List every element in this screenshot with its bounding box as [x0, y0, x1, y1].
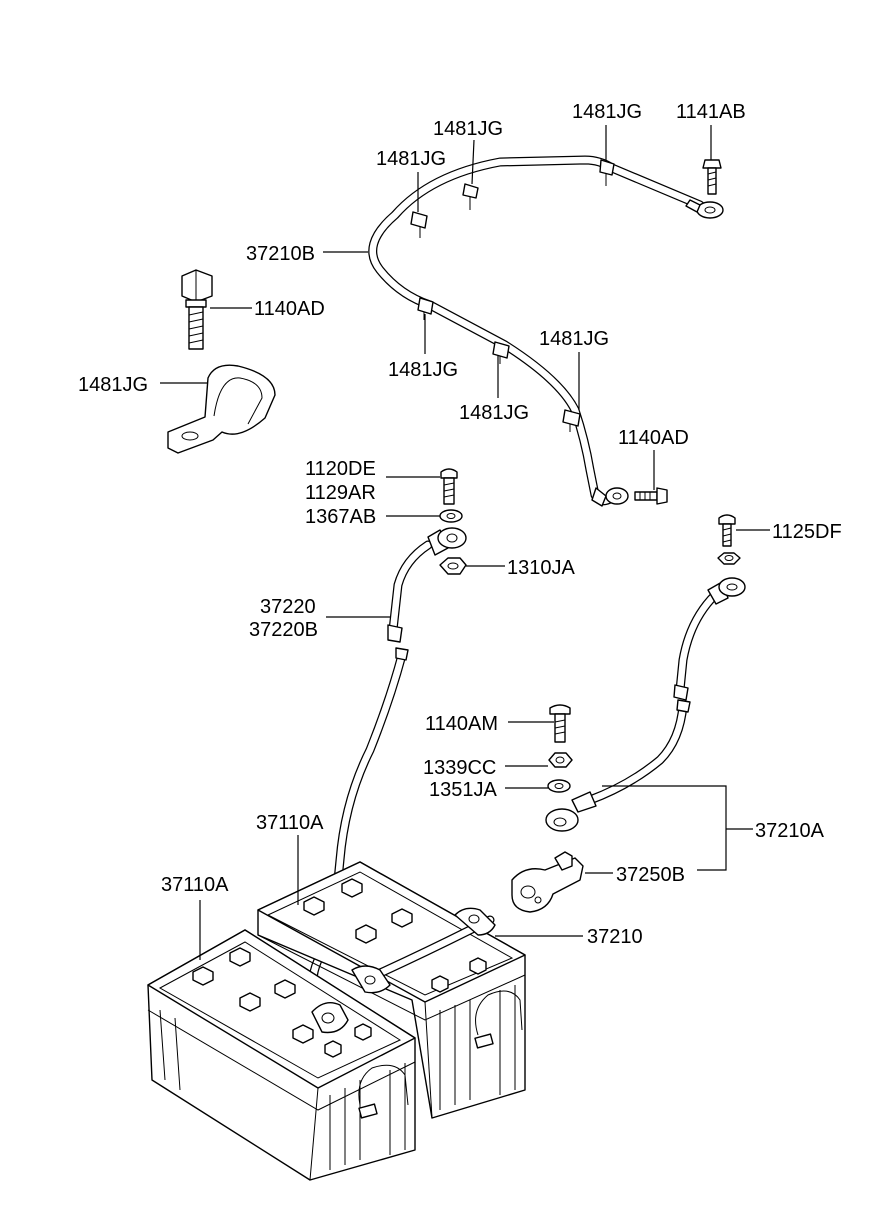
ring-terminal-bottom: [591, 487, 629, 507]
nut-1310JA: [439, 557, 467, 575]
battery-link-37210: [351, 907, 496, 994]
clip-4: [417, 297, 434, 320]
label-37210A: 37210A: [755, 820, 825, 842]
bolt-1140AD-small: [634, 487, 668, 505]
label-37250B: 37250B: [616, 864, 685, 886]
label-37110A-b: 37110A: [161, 874, 229, 896]
label-1140AD-b: 1140AD: [618, 427, 689, 449]
label-1481JG-c: 1481JG: [376, 148, 446, 170]
label-1141AB: 1141AB: [676, 101, 746, 123]
leader-lines: [160, 125, 770, 960]
washer-1125DF: [717, 552, 741, 565]
cable-37210A: [545, 577, 746, 832]
label-1310JA: 1310JA: [507, 557, 575, 579]
label-1351JA: 1351JA: [429, 779, 497, 801]
label-1339CC: 1339CC: [423, 757, 496, 779]
label-1481JG-d: 1481JG: [388, 359, 458, 381]
bolt-1125DF: [718, 514, 736, 547]
clip-1: [410, 211, 428, 238]
label-1481JG-f: 1481JG: [539, 328, 609, 350]
nut-1339CC: [548, 752, 573, 768]
label-1481JG-b: 1481JG: [433, 118, 503, 140]
part-labels: 1481JG 1141AB 1481JG 1481JG 37210B 1140A…: [78, 101, 842, 948]
label-37210B: 37210B: [246, 243, 315, 265]
ring-terminal-top: [685, 199, 724, 219]
label-1367AB: 1367AB: [305, 506, 376, 528]
battery-right: [257, 861, 526, 1119]
clip-5: [492, 341, 510, 364]
battery-right-caps: [303, 878, 487, 993]
ring-terminal-37220: [427, 527, 467, 556]
label-1140AM: 1140AM: [425, 713, 498, 735]
label-1129AR: 1129AR: [305, 482, 376, 504]
cable-37210B: [368, 155, 724, 507]
label-37220B: 37220B: [249, 619, 318, 641]
bolt-1141AB: [702, 159, 722, 195]
bolt-1140AM: [549, 704, 571, 743]
label-1481JG-top: 1481JG: [572, 101, 642, 123]
label-37220: 37220: [260, 596, 316, 618]
clip-1481JG-detail: [167, 364, 276, 454]
clip-2: [462, 183, 479, 210]
label-37210: 37210: [587, 926, 643, 948]
label-1481JG-e: 1481JG: [459, 402, 529, 424]
label-1120DE: 1120DE: [305, 458, 376, 480]
label-1125DF: 1125DF: [772, 521, 842, 543]
cable-37220: [308, 527, 467, 1015]
washer-1367AB: [439, 509, 463, 523]
label-37110A-a: 37110A: [256, 812, 324, 834]
bolt-1120DE: [440, 468, 458, 505]
label-1140AD-a: 1140AD: [254, 298, 325, 320]
washer-1351JA: [547, 779, 571, 793]
bolt-1140AD-large: [181, 269, 213, 350]
battery-left: [147, 929, 416, 1181]
battery-left-terminal-clamp: [311, 1002, 349, 1034]
clip-3: [599, 159, 615, 186]
ring-terminal-37210A-top: [707, 577, 746, 605]
clip-6: [562, 409, 581, 432]
label-1481JG-clip: 1481JG: [78, 374, 148, 396]
battery-left-caps: [192, 947, 372, 1058]
ring-terminal-37210A-bottom: [545, 791, 597, 832]
cable-clips: [410, 159, 615, 432]
clamp-37250B: [511, 851, 584, 913]
